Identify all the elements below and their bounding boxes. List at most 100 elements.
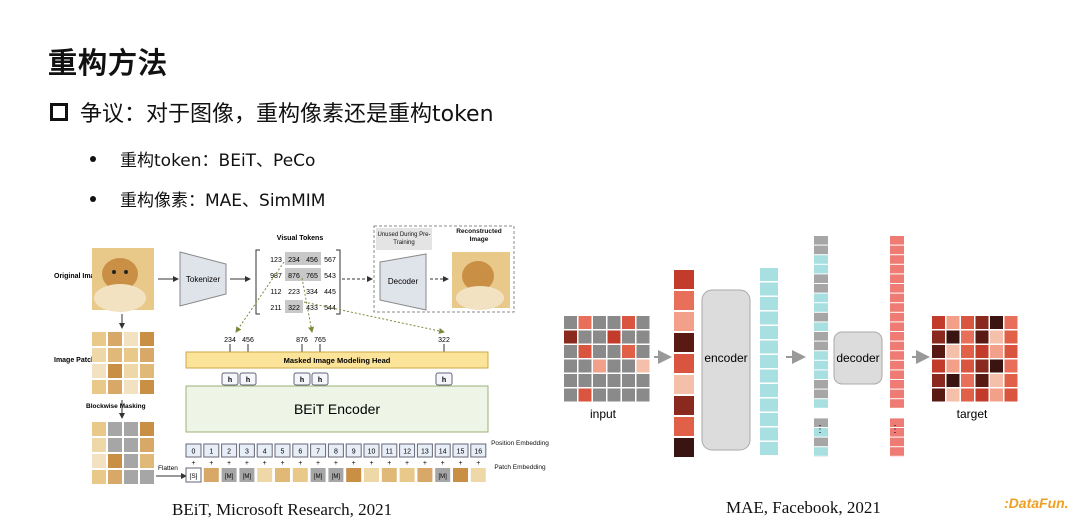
position-cell <box>470 443 487 458</box>
hidden-vector-label: h <box>300 377 304 384</box>
position-cell <box>221 443 238 458</box>
full-token <box>814 428 828 437</box>
target-patch <box>961 345 974 358</box>
masked-patch <box>578 374 592 387</box>
plus-sign: + <box>476 460 480 467</box>
predicted-token: 876 <box>296 337 308 344</box>
masked-patch <box>578 359 592 373</box>
predicted-token: 322 <box>438 337 450 344</box>
position-number: 5 <box>281 449 285 456</box>
patch-token <box>346 468 362 482</box>
image-patch <box>92 332 106 346</box>
patch-token <box>381 468 397 482</box>
mim-head-block <box>185 351 489 369</box>
decoded-token <box>890 389 904 399</box>
target-patch <box>975 374 989 387</box>
image-patch <box>108 364 122 378</box>
position-cell <box>452 443 469 458</box>
masked-patch <box>593 316 606 329</box>
full-token <box>814 303 828 312</box>
position-cell <box>185 443 202 458</box>
target-patch <box>990 330 1003 344</box>
mae-decoder-label: decoder <box>836 351 879 365</box>
visible-patch <box>564 330 577 344</box>
cls-token <box>185 467 202 483</box>
decoded-token <box>890 274 904 283</box>
patch-token <box>417 468 433 482</box>
visual-token: 334 <box>306 289 318 296</box>
target-patch <box>1004 359 1018 373</box>
target-patch <box>1004 316 1018 329</box>
decoded-token <box>890 303 904 312</box>
tokenizer-block <box>179 251 227 307</box>
cls-token-label: [S] <box>190 473 198 480</box>
visual-token: 456 <box>306 257 318 264</box>
patch-token <box>453 468 468 482</box>
mae-input-grid <box>564 316 650 402</box>
patch-token <box>399 468 415 482</box>
target-patch <box>1004 330 1018 344</box>
plus-sign: + <box>369 460 373 467</box>
visible-patch <box>674 354 694 373</box>
patch-token <box>470 468 486 482</box>
encoded-token <box>760 442 778 455</box>
hidden-vector-label: h <box>228 377 232 384</box>
position-cell <box>327 443 344 458</box>
image-patch <box>140 364 154 378</box>
hidden-vector-label: h <box>442 377 446 384</box>
visible-patch <box>674 333 694 352</box>
token-highlight <box>303 252 321 265</box>
masked-patch <box>564 374 577 387</box>
target-patch <box>990 388 1003 402</box>
decoded-token <box>890 370 904 379</box>
full-token <box>814 236 828 245</box>
full-token <box>814 370 828 379</box>
masked-patch <box>622 374 635 387</box>
plus-sign: + <box>423 460 427 467</box>
target-patch <box>1004 345 1018 358</box>
bullet-item: 重构token：BEiT、PeCo <box>90 146 315 171</box>
encoded-token <box>760 355 778 368</box>
encoded-token <box>760 369 778 383</box>
full-token <box>814 245 828 255</box>
visible-patch <box>593 359 606 373</box>
masked-patch <box>124 438 138 452</box>
decoded-token <box>890 332 904 341</box>
image-patch <box>124 380 138 394</box>
position-embedding-label: Position Embedding <box>491 440 549 447</box>
decoder-label: Decoder <box>388 277 419 286</box>
visual-tokens-label: Visual Tokens <box>277 235 324 242</box>
masked-patch <box>607 388 621 402</box>
position-cell <box>381 443 398 458</box>
decoded-token <box>890 312 904 322</box>
target-patch <box>961 330 974 344</box>
page-title: 重构方法 <box>48 46 169 80</box>
plus-sign: + <box>405 460 409 467</box>
visual-token: 234 <box>288 257 300 264</box>
target-patch <box>946 374 960 387</box>
plus-sign: + <box>280 460 284 467</box>
full-token <box>814 437 828 447</box>
blockwise-masking-label: Blockwise Masking <box>86 403 146 410</box>
plus-sign: + <box>441 460 445 467</box>
image-patch <box>140 422 154 436</box>
visual-token: 223 <box>288 289 300 296</box>
patch-token <box>275 468 290 482</box>
mae-target-grid <box>932 316 1018 402</box>
plus-sign: + <box>316 460 320 467</box>
full-token <box>814 274 828 283</box>
patch-token <box>257 468 273 482</box>
decoded-token <box>890 351 904 360</box>
encoded-token <box>760 398 778 412</box>
patch-token <box>364 468 379 482</box>
patch-embedding-label: Patch Embedding <box>494 464 546 471</box>
mask-token <box>221 468 237 482</box>
visual-token: 544 <box>324 305 336 312</box>
masked-patch <box>140 470 154 484</box>
full-token <box>814 255 828 264</box>
image-patch <box>108 470 122 484</box>
encoded-token <box>760 340 778 354</box>
encoded-token <box>760 268 778 281</box>
target-patch <box>1004 388 1018 402</box>
